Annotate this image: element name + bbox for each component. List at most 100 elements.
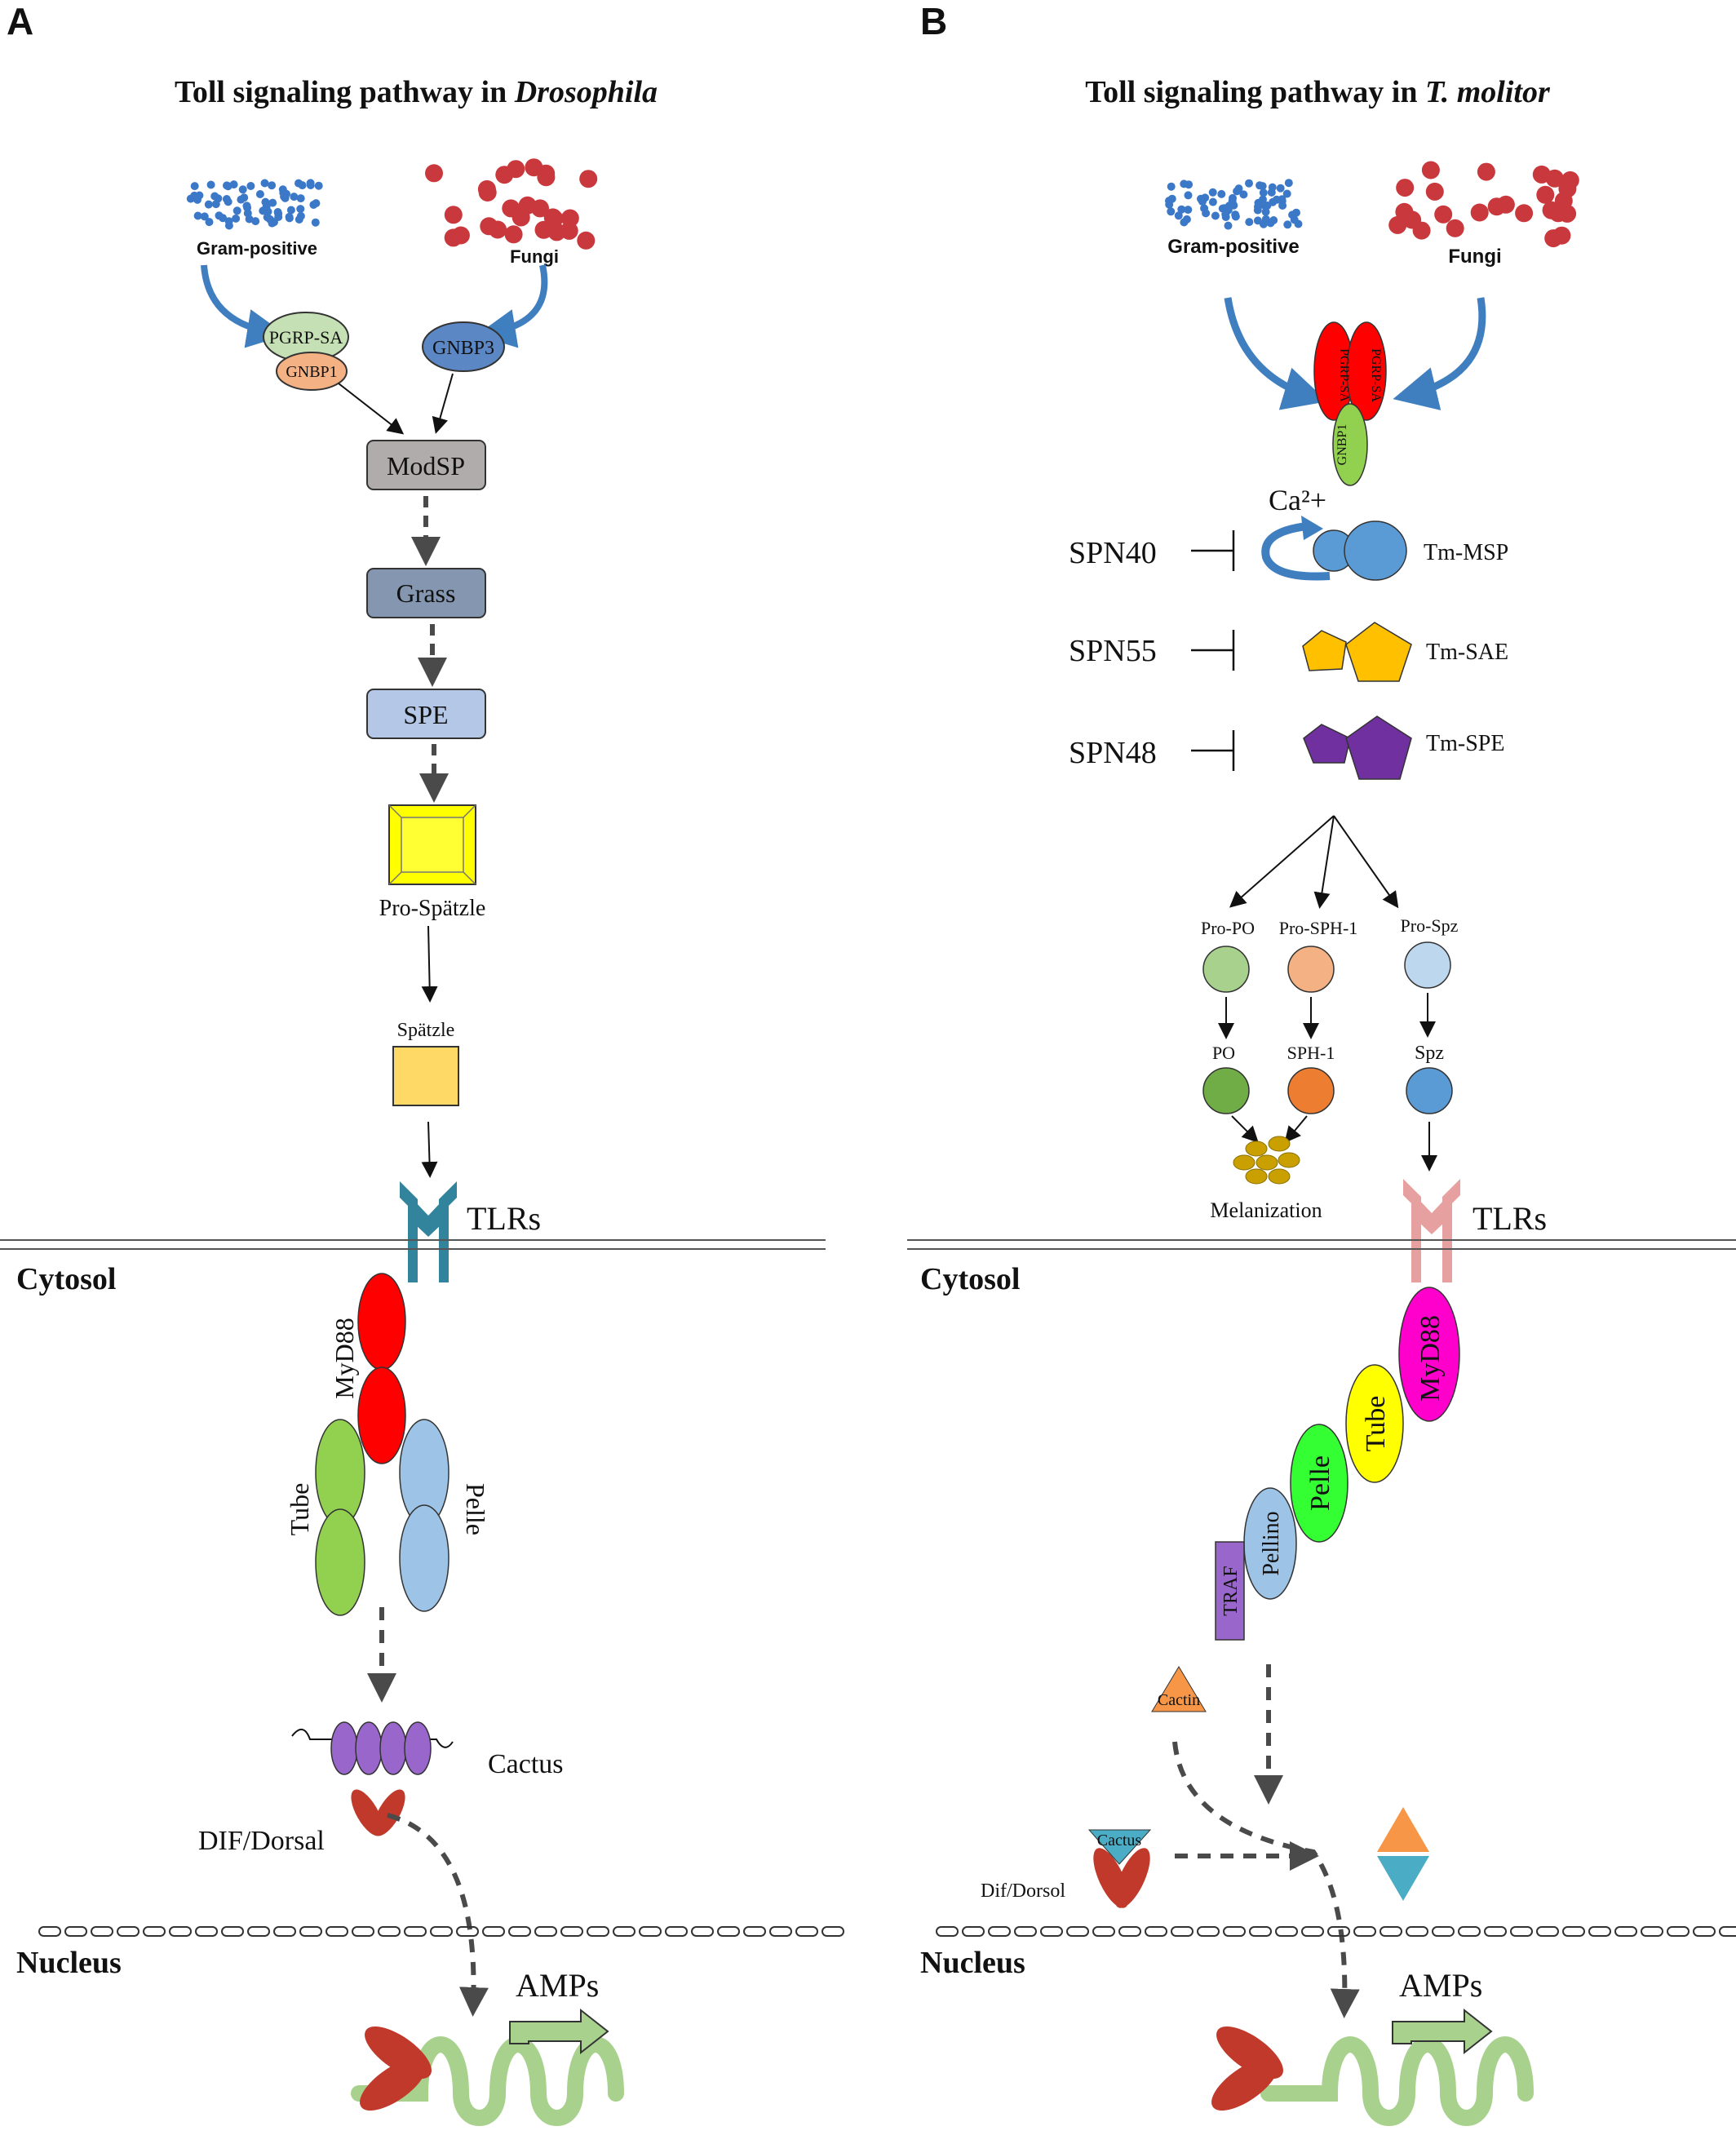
blue-arrow-fungi-b (1393, 297, 1486, 410)
gram-positive-bacterium (274, 213, 283, 221)
arrow-po-melanin (1231, 1115, 1259, 1143)
nuclear-pore-segment (195, 1926, 218, 1937)
gram-positive-bacterium (205, 218, 214, 227)
gnbp3-label-a: GNBP3 (432, 338, 494, 359)
pro-spatzle-label: Pro-Spätzle (379, 896, 486, 921)
pelle-oval-b (1290, 1424, 1348, 1543)
nuclear-pore-segment (1275, 1926, 1298, 1937)
tlr-receptor-b (1403, 1179, 1460, 1282)
nuclear-pore-segment (1484, 1926, 1507, 1937)
nuclear-pore-segment (1327, 1926, 1350, 1937)
myd88-oval-b (1398, 1287, 1460, 1422)
nuclear-pore-segment (299, 1926, 322, 1937)
fungal-cell (1532, 165, 1551, 184)
gnbp1-oval-b (1332, 403, 1368, 486)
gram-positive-bacterium (1245, 218, 1254, 227)
myd88-label-a: MyD88 (330, 1318, 359, 1399)
gram-positive-bacterium (1217, 189, 1226, 198)
tm-msp-large (1344, 520, 1407, 581)
pro-po-circle (1202, 946, 1250, 993)
pro-spz-circle (1404, 941, 1451, 989)
nuclear-pore-segment (1510, 1926, 1533, 1937)
nuclear-pore-segment (1145, 1926, 1167, 1937)
tube-label-b: Tube (1361, 1396, 1391, 1452)
dif-dorsol-label-b: Dif/Dorsol (981, 1880, 1065, 1902)
gram-positive-bacterium (1165, 197, 1173, 206)
dif-dorsol-dna-bound-b (1211, 2026, 1283, 2111)
gram-positive-bacterium (1167, 207, 1176, 216)
fungal-cell (1558, 204, 1577, 223)
blue-arrow-fungi-a (476, 264, 548, 348)
gram-positive-bacterium (263, 213, 272, 222)
dif-dorsol-dimer-b (1093, 1848, 1150, 1908)
arrow-gnbp1-modsp (338, 383, 405, 435)
fungal-cell (537, 168, 556, 187)
nuclear-pore-segment (665, 1926, 688, 1937)
fungal-cell (1542, 201, 1561, 219)
nuclear-pore-segment (1353, 1926, 1376, 1937)
pro-spatzle-block (388, 804, 476, 885)
pelle-lower-a (399, 1504, 450, 1612)
grass-label: Grass (396, 578, 456, 608)
nuclear-pore-segment (1719, 1926, 1736, 1937)
nuclear-pore-segment (143, 1926, 166, 1937)
myd88-lower-a (357, 1366, 406, 1464)
gram-positive-bacterium (238, 185, 247, 194)
nuclear-pore-segment (456, 1926, 479, 1937)
panel-a: A Toll signaling pathway in Drosophila G… (0, 0, 844, 2126)
pgrp-sa-label-a: PGRP-SA (269, 327, 343, 348)
gram-positive-bacterium (1269, 216, 1278, 224)
fungal-cell (425, 164, 443, 183)
fungal-cell (507, 160, 525, 179)
blue-arrow-gram-a (201, 264, 286, 348)
spn40-inhibition (1191, 530, 1235, 571)
tube-lower-a (315, 1508, 365, 1616)
gnbp1-oval-a (276, 352, 348, 391)
amps-label-a: AMPs (516, 1967, 599, 2004)
gram-positive-bacterium (268, 181, 277, 190)
calcium-label: Ca²+ (1269, 484, 1326, 516)
amps-arrow-a (509, 2008, 609, 2055)
gram-positive-bacterium (232, 206, 241, 215)
gram-positive-bacterium (1282, 189, 1291, 198)
gram-positive-bacterium (255, 190, 264, 198)
nuclear-pore-segment (534, 1926, 557, 1937)
gram-positive-bacterium (1177, 205, 1186, 214)
fungal-cell (502, 199, 520, 218)
blue-arrow-gram-b (1224, 297, 1328, 410)
gram-positive-bacterium (1261, 207, 1270, 216)
cactin-triangle (1151, 1666, 1207, 1712)
cytosol-label-b: Cytosol (920, 1262, 1020, 1296)
cactus-repeats-a (330, 1721, 432, 1775)
nucleus-label-a: Nucleus (16, 1946, 122, 1980)
fungal-cell (1421, 161, 1440, 179)
gram-positive-bacterium (219, 214, 228, 223)
gram-positive-bacterium (242, 202, 251, 210)
nuclear-pore-segment (169, 1926, 192, 1937)
cactus-triangle-b (1087, 1829, 1152, 1865)
gram-positive-bacterium (1208, 197, 1217, 206)
gnbp1-label-a: GNBP1 (286, 363, 337, 381)
nuclear-pore-segment (1667, 1926, 1690, 1937)
gram-positive-bacterium (1284, 179, 1293, 188)
nuclear-pore-segment (508, 1926, 531, 1937)
melanin-granules (1233, 1136, 1300, 1185)
gram-positive-bacterium (1228, 197, 1237, 206)
gram-positive-bacterium (1208, 188, 1217, 197)
nuclear-pore-segment (587, 1926, 609, 1937)
tm-spe-large (1345, 715, 1412, 780)
panel-a-letter: A (7, 0, 33, 42)
gram-positive-bacterium (200, 212, 209, 221)
gram-positive-bacterium (1278, 202, 1287, 210)
pellino-label-b: Pellino (1259, 1511, 1284, 1575)
arrow-branch-pro-po (1229, 815, 1335, 908)
gram-positive-bacterium (285, 214, 294, 223)
fungal-cell (477, 179, 496, 198)
nuclear-pore-segment (1432, 1926, 1455, 1937)
gram-positive-bacterium (1276, 184, 1285, 193)
fungal-cell (1425, 182, 1444, 201)
nuclear-pore-segment (988, 1926, 1011, 1937)
gram-positive-bacterium (311, 218, 320, 227)
tlrs-label-b: TLRs (1472, 1200, 1547, 1237)
gram-positive-bacterium (251, 217, 260, 226)
